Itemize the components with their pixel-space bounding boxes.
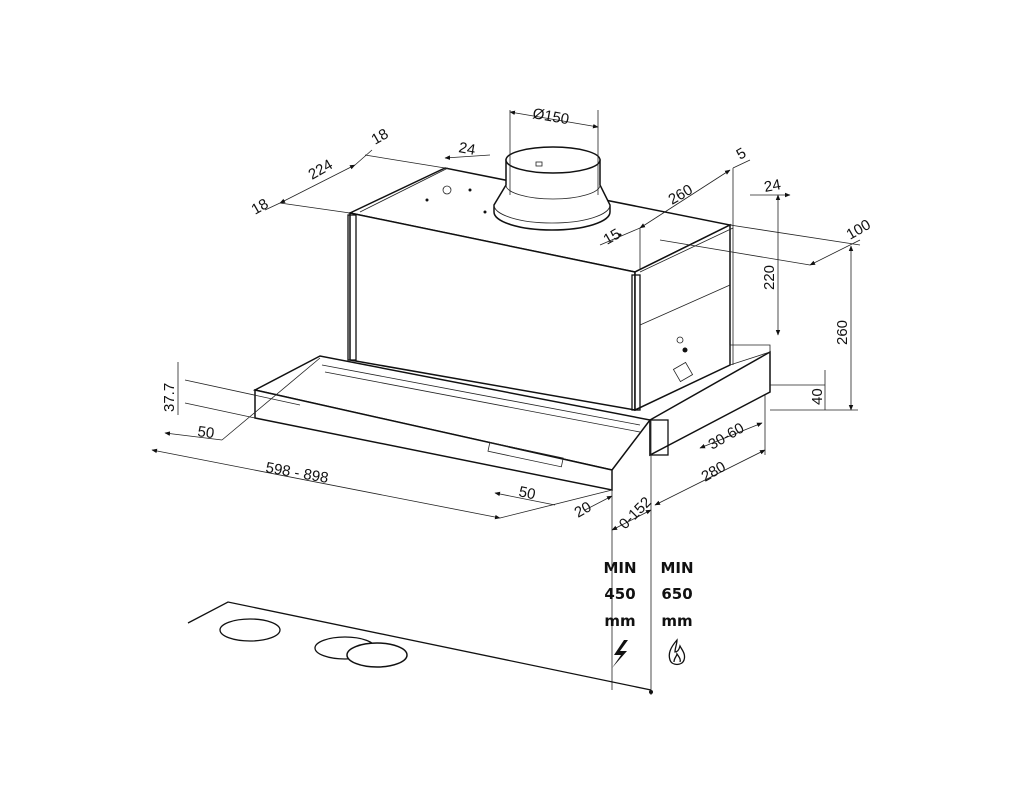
dim-height-220: 220 xyxy=(761,265,778,290)
dim-front-20: 20 xyxy=(572,498,595,521)
dim-top-24: 24 xyxy=(457,139,476,159)
dimension-lines xyxy=(151,110,861,695)
flame-icon xyxy=(668,638,686,666)
dim-depth-0-152: 0-152 xyxy=(616,494,655,533)
dim-right-5: 5 xyxy=(734,145,750,164)
dim-duct-diameter: Ø150 xyxy=(531,105,570,128)
dim-front-37-7: 37.7 xyxy=(161,383,178,412)
gas-min-unit: mm xyxy=(661,612,692,630)
clearance-electric: MIN 450 mm xyxy=(603,559,637,668)
dim-front-50-right: 50 xyxy=(517,483,537,503)
dim-right-24: 24 xyxy=(763,176,782,196)
lightning-icon xyxy=(612,640,628,668)
dim-right-260: 260 xyxy=(666,181,696,208)
burner xyxy=(346,642,408,668)
clearance-gas: MIN 650 mm xyxy=(660,559,694,666)
dim-depth-30-60: 30-60 xyxy=(706,420,748,454)
gas-min-value: 650 xyxy=(661,585,692,603)
electric-min-value: 450 xyxy=(604,585,635,603)
dim-width-range: 598 - 898 xyxy=(264,459,329,487)
electric-min-unit: mm xyxy=(604,612,635,630)
gas-min-label: MIN xyxy=(660,559,693,577)
left-bracket xyxy=(347,214,357,361)
dim-height-260: 260 xyxy=(834,320,851,345)
burner xyxy=(219,618,281,642)
dim-top-18b: 18 xyxy=(369,125,392,148)
hood-body xyxy=(347,167,734,412)
right-bracket xyxy=(631,274,641,411)
dim-top-18a: 18 xyxy=(249,195,272,218)
cooktop xyxy=(187,601,653,694)
dim-front-50-left: 50 xyxy=(196,423,215,442)
dim-right-15: 15 xyxy=(601,225,624,248)
dim-top-224: 224 xyxy=(306,156,336,183)
dim-height-40: 40 xyxy=(809,388,826,405)
duct-collar xyxy=(493,146,611,231)
dim-right-100: 100 xyxy=(844,216,874,243)
electric-min-label: MIN xyxy=(603,559,636,577)
